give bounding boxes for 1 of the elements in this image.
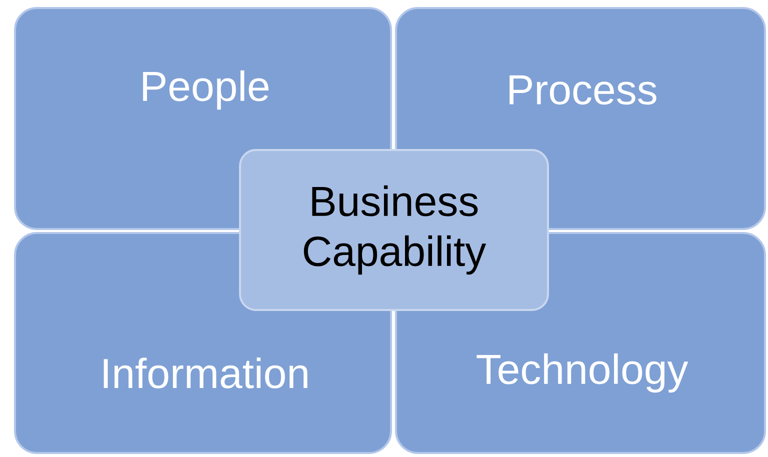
center-box: Business Capability [239, 149, 549, 311]
